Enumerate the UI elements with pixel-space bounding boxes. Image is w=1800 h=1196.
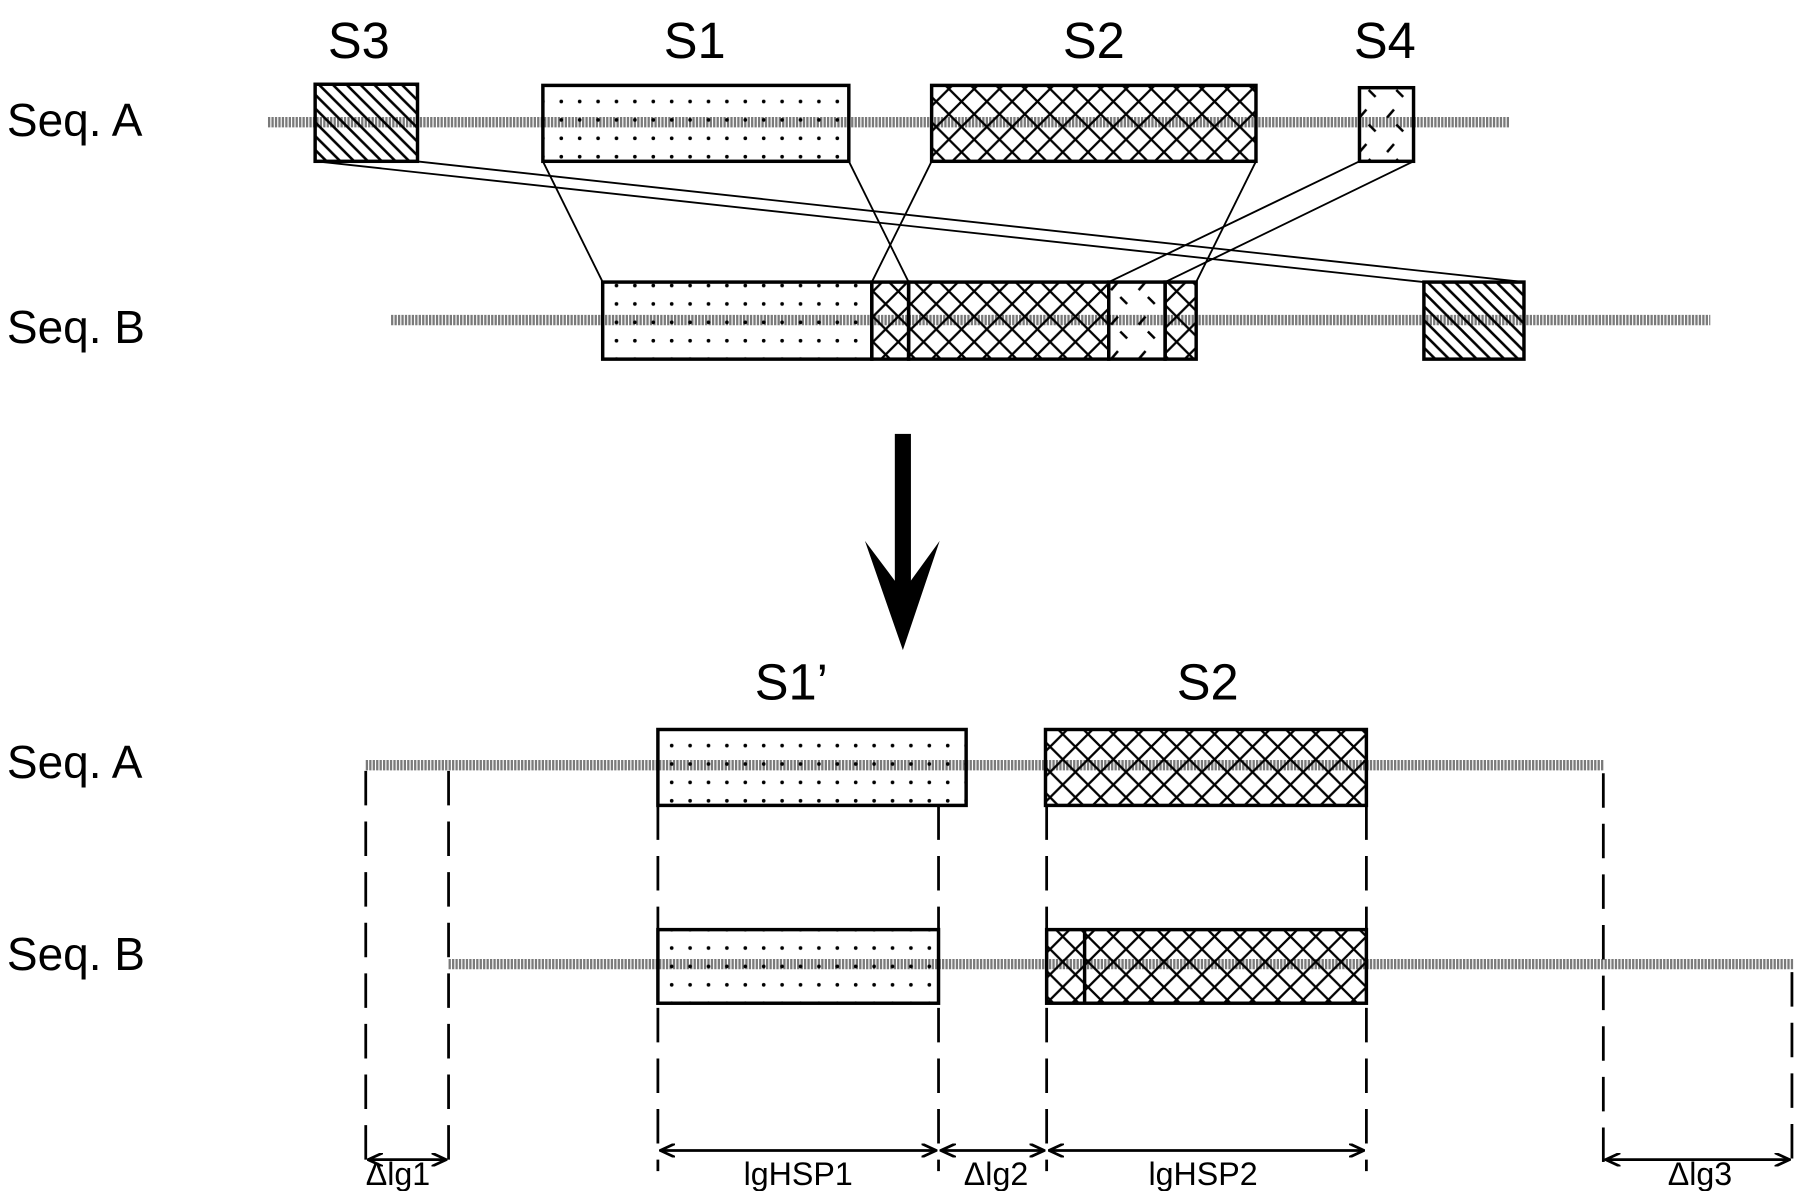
seq-a-segments-top <box>313 82 1416 164</box>
segment-s1-prime-seq-b <box>656 927 941 1005</box>
label-s4-top: S4 <box>1354 12 1416 69</box>
segment-s2-seq-a <box>929 83 1258 164</box>
segment-s4-seq-b <box>1107 280 1167 361</box>
connector-s4-right <box>1164 160 1414 283</box>
segment-s2-overlap-seq-b <box>870 280 911 361</box>
connector-s1-left <box>542 160 604 283</box>
label-s2-top: S2 <box>1063 12 1125 69</box>
label-s1-prime-bottom: S1’ <box>755 654 828 711</box>
row-label-seq-a-top: Seq. A <box>7 94 143 146</box>
segment-s2-seq-b <box>906 280 1111 361</box>
segment-s2-seq-a-bottom <box>1043 727 1369 808</box>
label-lghsp1: lgHSP1 <box>744 1156 853 1191</box>
segment-s2-seq-b-bottom <box>1044 927 1369 1005</box>
row-label-seq-a-bottom: Seq. A <box>7 736 143 788</box>
segment-s1-seq-b <box>600 280 874 361</box>
connector-s1-right <box>847 160 910 283</box>
label-s3-top: S3 <box>328 12 390 69</box>
label-delta-lg3: Δlg3 <box>1668 1156 1732 1191</box>
dimension-arrows <box>368 1150 1790 1159</box>
alignment-connectors <box>316 160 1525 283</box>
label-s1-top: S1 <box>664 12 726 69</box>
segment-s4-seq-a <box>1357 85 1416 164</box>
row-label-seq-b-bottom: Seq. B <box>7 928 145 980</box>
connector-s4-left <box>1108 160 1360 283</box>
segment-s2-tail-seq-b <box>1163 280 1198 361</box>
seq-b-segments-top <box>600 280 1526 361</box>
connector-s3-right <box>416 160 1525 283</box>
label-delta-lg1: Δlg1 <box>366 1156 430 1191</box>
segment-s3-seq-a <box>313 82 420 164</box>
down-arrow-icon <box>864 433 940 651</box>
segment-s3-seq-b <box>1422 280 1526 361</box>
label-s2-bottom: S2 <box>1177 654 1239 711</box>
segment-s1-seq-a <box>541 83 851 164</box>
connector-s2-left <box>870 160 933 283</box>
connector-s2-right <box>1195 160 1257 283</box>
label-lghsp2: lgHSP2 <box>1148 1156 1257 1191</box>
label-delta-lg2: Δlg2 <box>964 1156 1028 1191</box>
connector-s3-left <box>316 160 1424 283</box>
segment-s1-prime-seq-a <box>656 727 968 808</box>
row-label-seq-b-top: Seq. B <box>7 301 145 353</box>
